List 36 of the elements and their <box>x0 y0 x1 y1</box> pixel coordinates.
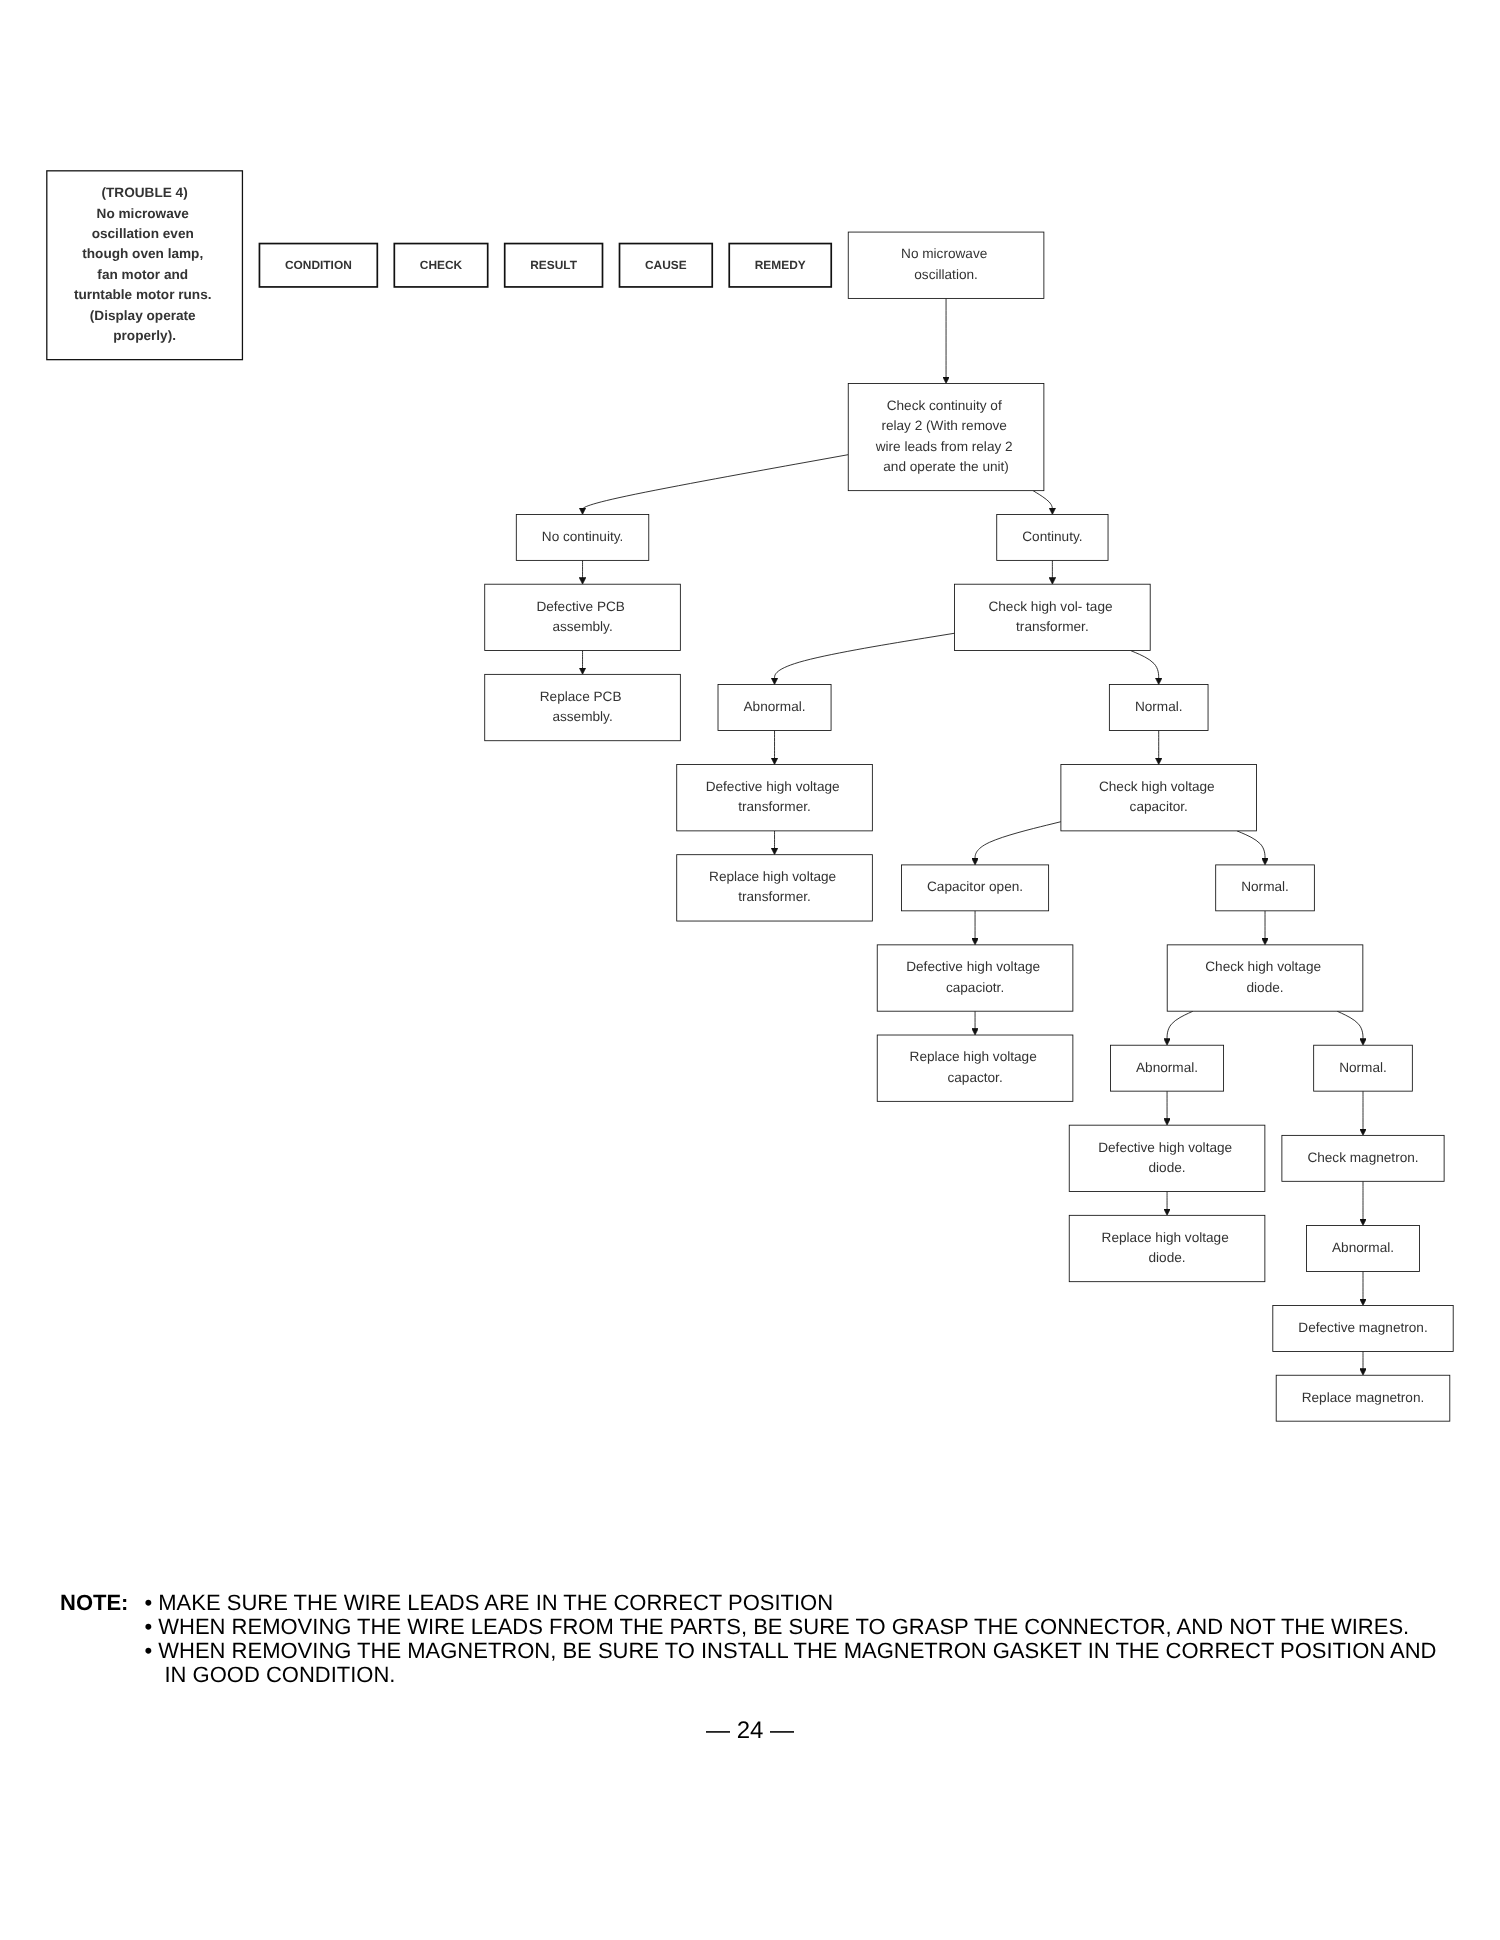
node-box <box>46 170 244 361</box>
node-box <box>1166 944 1364 1012</box>
node-box <box>258 242 379 288</box>
note-heading: NOTE: <box>60 1592 129 1620</box>
node-box <box>503 242 604 288</box>
node-box <box>1068 1214 1266 1283</box>
node-box <box>1110 1044 1224 1092</box>
node-box <box>1215 864 1315 912</box>
node-box <box>676 854 873 922</box>
node-box <box>876 1034 1074 1102</box>
node-box <box>484 583 681 651</box>
note-text: • MAKE SURE THE WIRE LEADS ARE IN THE CORRECT POSITION <box>144 1592 836 1616</box>
node-box <box>1281 1134 1445 1182</box>
node-box <box>876 944 1074 1012</box>
node-box <box>728 242 833 288</box>
node-box <box>1068 1124 1266 1192</box>
node-box <box>717 684 832 731</box>
node-box <box>515 514 650 561</box>
note-text: • WHEN REMOVING THE MAGNETRON, BE SURE TO INSTALL THE MAGNETRON GASKET IN THE CORRECT POSITION AND IN GOOD CONDITION. <box>144 1640 1439 1688</box>
node-box <box>1313 1044 1413 1092</box>
node-box <box>484 673 681 742</box>
node-box <box>901 864 1050 912</box>
node-box <box>847 383 1045 492</box>
node-box <box>393 242 489 288</box>
note-text: • WHEN REMOVING THE WIRE LEADS FROM THE PARTS, BE SURE TO GRASP THE CONNECTOR, AND NOT THE WIRES. <box>144 1616 1412 1640</box>
node-box <box>676 764 873 832</box>
node-box <box>1306 1225 1420 1272</box>
node-box <box>1060 764 1257 832</box>
node-box <box>996 514 1109 561</box>
node-box <box>1108 684 1209 731</box>
page-number: — 24 — <box>705 1716 794 1744</box>
node-box <box>1275 1374 1451 1422</box>
node-box <box>847 231 1045 299</box>
node-box <box>1272 1305 1454 1352</box>
node-box <box>954 583 1151 651</box>
node-box <box>618 242 714 288</box>
